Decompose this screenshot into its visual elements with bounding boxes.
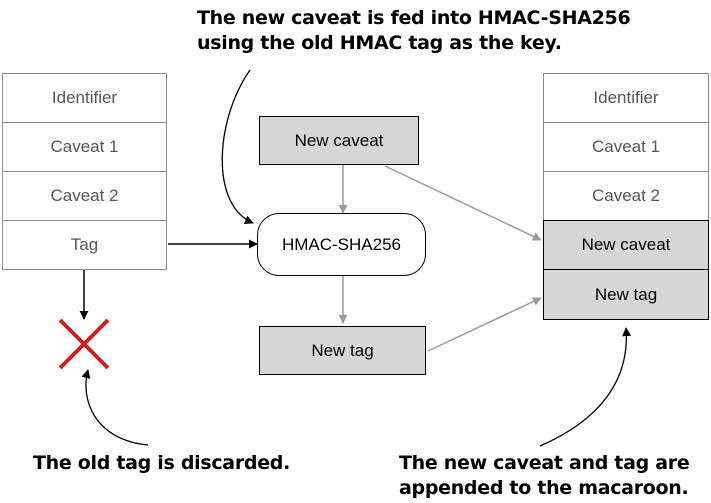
new-tag-box: New tag: [259, 326, 426, 375]
top-annotation: The new caveat is fed into HMAC-SHA256 u…: [197, 6, 631, 56]
right-new-caveat-field: New caveat: [543, 220, 709, 270]
bottom-right-annotation: The new caveat and tag are appended to t…: [399, 451, 690, 501]
top-annotation-curve: [221, 69, 254, 225]
top-annotation-line-2: using the old HMAC tag as the key.: [197, 32, 562, 54]
left-caveat-2-field: Caveat 2: [2, 171, 167, 221]
discard-cross-icon: [58, 318, 110, 370]
caveat-to-macaroon-arrow: [384, 165, 542, 241]
bottom-left-annotation-curve: [81, 369, 149, 446]
newtag-to-macaroon-arrow: [427, 297, 542, 352]
right-new-tag-field: New tag: [543, 269, 709, 320]
right-caveat-1-field: Caveat 1: [543, 122, 709, 172]
right-caveat-2-field: Caveat 2: [543, 171, 709, 221]
new-caveat-box: New caveat: [259, 116, 419, 165]
hmac-sha256-box: HMAC-SHA256: [257, 213, 426, 276]
left-caveat-1-field: Caveat 1: [2, 122, 167, 172]
left-identifier-field: Identifier: [2, 73, 167, 123]
right-identifier-field: Identifier: [543, 73, 709, 123]
bottom-left-annotation: The old tag is discarded.: [33, 452, 291, 474]
bottom-right-annotation-line-2: appended to the macaroon.: [399, 477, 689, 499]
bottom-right-annotation-line-1: The new caveat and tag are: [399, 452, 690, 474]
left-tag-field: Tag: [2, 220, 167, 270]
top-annotation-line-1: The new caveat is fed into HMAC-SHA256: [197, 7, 631, 29]
bottom-right-annotation-curve: [539, 327, 632, 447]
